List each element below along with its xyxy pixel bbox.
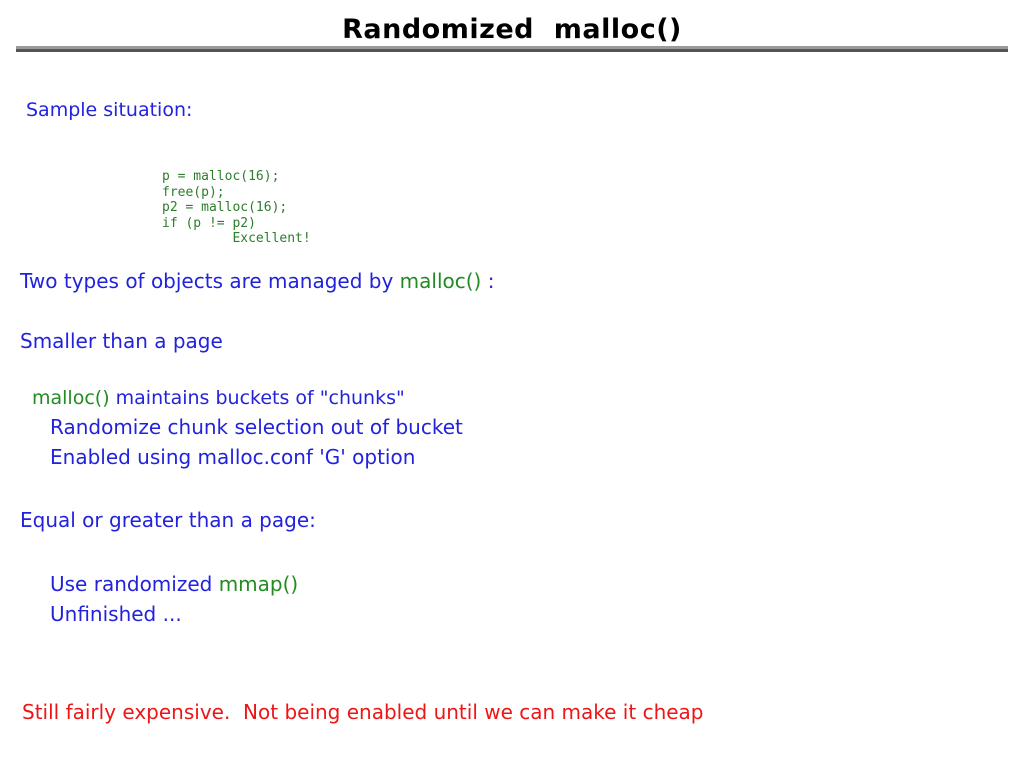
two-types-heading: Two types of objects are managed by mall… [20, 270, 494, 292]
malloc-buckets-keyword-malloc: malloc() [32, 387, 110, 409]
malloc-buckets-text: maintains buckets of "chunks" [109, 387, 405, 409]
use-randomized-keyword-mmap: mmap() [218, 572, 299, 596]
use-randomized-prefix: Use randomized [50, 572, 219, 596]
two-types-keyword-malloc: malloc() [399, 269, 482, 293]
smaller-than-page-heading: Smaller than a page [20, 329, 223, 353]
code-block-malloc-example: p = malloc(16); free(p); p2 = malloc(16)… [162, 169, 311, 247]
still-expensive-note: Still fairly expensive. Not being enable… [22, 700, 704, 724]
randomize-chunk-bullet: Randomize chunk selection out of bucket [50, 415, 463, 439]
use-randomized-mmap-bullet: Use randomized mmap() [50, 573, 298, 595]
title-divider [16, 46, 1008, 52]
enabled-malloc-conf-bullet: Enabled using malloc.conf 'G' option [50, 445, 416, 469]
malloc-buckets-bullet: malloc() maintains buckets of "chunks" [32, 388, 405, 409]
equal-greater-page-heading: Equal or greater than a page: [20, 508, 316, 532]
sample-situation-heading: Sample situation: [26, 99, 193, 121]
page-title: Randomized malloc() [342, 14, 682, 45]
two-types-prefix: Two types of objects are managed by [20, 269, 400, 293]
two-types-suffix: : [481, 269, 495, 293]
unfinished-bullet: Unfinished ... [50, 602, 182, 626]
